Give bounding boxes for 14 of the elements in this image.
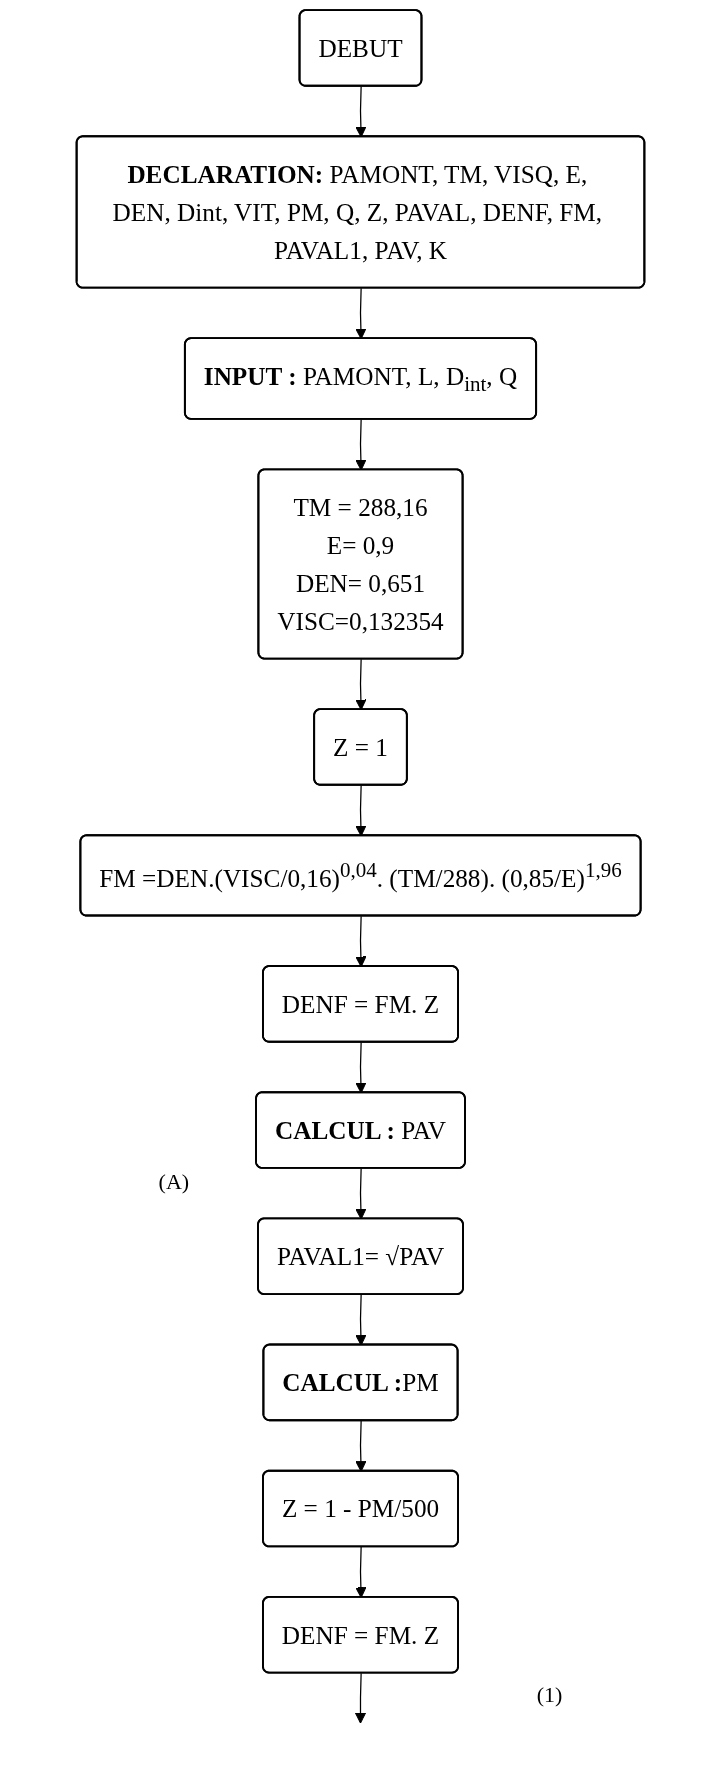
marker-label: (1) — [536, 1682, 563, 1709]
arrow — [355, 287, 367, 340]
arrow — [355, 915, 367, 968]
arrow — [355, 1041, 367, 1094]
marker-label: (A) — [158, 1168, 190, 1195]
arrow — [355, 418, 367, 471]
arrow — [355, 784, 367, 837]
arrow — [355, 1167, 367, 1220]
arrow — [355, 1294, 367, 1346]
arrow — [355, 1420, 367, 1472]
arrow — [354, 1672, 367, 1724]
arrow — [355, 658, 367, 711]
arrow — [355, 85, 367, 138]
arrow — [355, 1546, 367, 1598]
